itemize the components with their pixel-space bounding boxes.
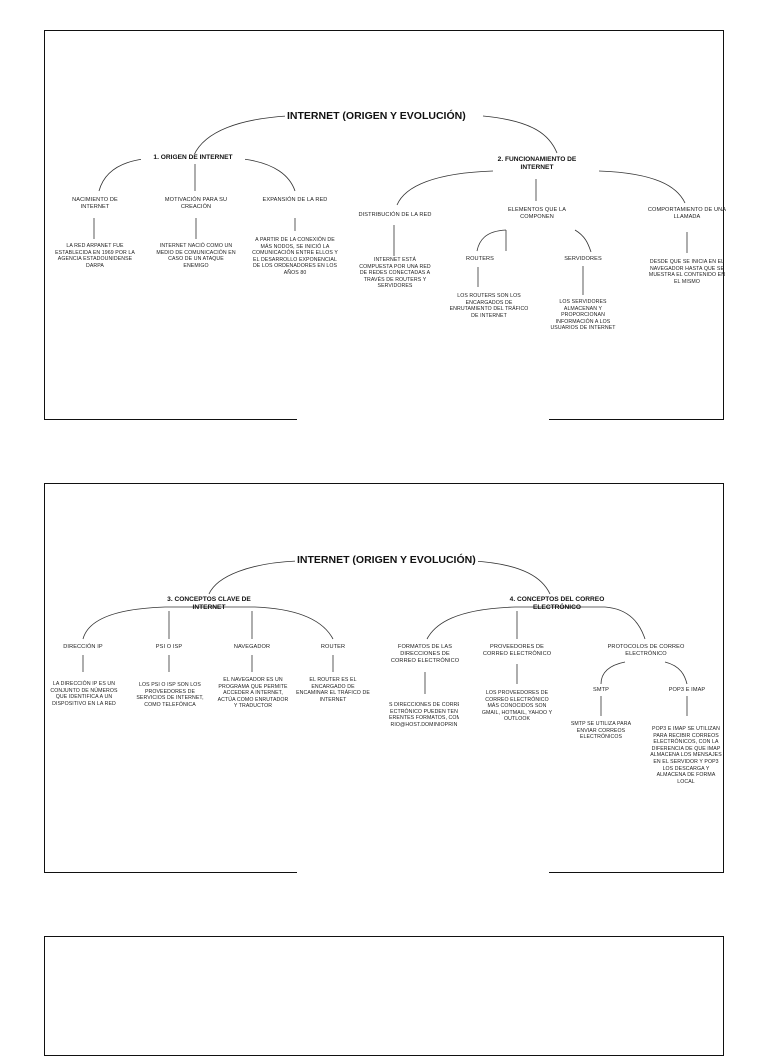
slide-2-connectors — [82, 560, 688, 716]
function-item-label: DISTRIBUCIÓN DE LA RED — [358, 212, 432, 218]
slide-1: INTERNET (ORIGEN Y EVOLUCIÓN) 1. ORIGEN … — [44, 30, 726, 421]
component-text: LOS SERVIDORES ALMACENAN Y PROPORCIONAN … — [550, 299, 616, 332]
bottom-border-gap — [297, 417, 549, 421]
slide-1-title: INTERNET (ORIGEN Y EVOLUCIÓN) — [285, 110, 468, 122]
email-item-text: S DIRECCIONES DE CORRE ECTRÓNICO PUEDEN … — [389, 702, 459, 728]
protocol-label: POP3 E IMAP — [668, 687, 706, 693]
concept-text: EL ROUTER ES EL ENCARGADO DE ENCAMINAR E… — [296, 677, 370, 703]
slide-3 — [44, 936, 724, 1056]
origin-item-label: MOTIVACIÓN PARA SU CREACIÓN — [164, 197, 228, 210]
component-text: LOS ROUTERS SON LOS ENCARGADOS DE ENRUTA… — [449, 293, 529, 319]
branch-1-heading: 1. ORIGEN DE INTERNET — [141, 154, 245, 162]
email-item-label: PROVEEDORES DE CORREO ELECTRÓNICO — [482, 644, 552, 657]
origin-item-label: EXPANSIÓN DE LA RED — [262, 197, 328, 203]
email-item-text: LOS PROVEEDORES DE CORREO ELECTRÓNICO MÁ… — [481, 690, 553, 723]
branch-3-heading: 3. CONCEPTOS CLAVE DE INTERNET — [167, 596, 251, 611]
component-label: ROUTERS — [465, 256, 495, 262]
protocol-text: POP3 E IMAP SE UTILIZAN PARA RECIBIR COR… — [650, 726, 722, 785]
email-item-label: FORMATOS DE LAS DIRECCIONES DE CORREO EL… — [390, 644, 460, 664]
origin-item-label: NACIMIENTO DE INTERNET — [72, 197, 118, 210]
concept-text: EL NAVEGADOR ES UN PROGRAMA QUE PERMITE … — [217, 677, 289, 710]
slide-2: INTERNET (ORIGEN Y EVOLUCIÓN) 3. CONCEPT… — [44, 483, 724, 874]
origin-item-text: LA RED ARPANET FUE ESTABLECIDA EN 1969 P… — [55, 243, 135, 269]
slide-2-title: INTERNET (ORIGEN Y EVOLUCIÓN) — [295, 554, 478, 566]
bottom-border-gap — [297, 870, 549, 874]
concept-label: PSI O ISP — [155, 644, 183, 650]
concept-label: DIRECCIÓN IP — [63, 644, 103, 650]
function-item-text: INTERNET ESTÁ COMPUESTA POR UNA RED DE R… — [359, 257, 431, 290]
concept-text: LA DIRECCIÓN IP ES UN CONJUNTO DE NÚMERO… — [50, 681, 118, 707]
origin-item-text: A PARTIR DE LA CONEXIÓN DE MÁS NODOS, SE… — [252, 237, 338, 276]
function-item-text: DESDE QUE SE INICIA EN EL NAVEGADOR HAST… — [648, 259, 726, 285]
branch-2-heading: 2. FUNCIONAMIENTO DE INTERNET — [497, 156, 577, 171]
concept-label: ROUTER — [320, 644, 346, 650]
email-item-label: PROTOCOLOS DE CORREO ELECTRÓNICO — [607, 644, 685, 657]
concept-text: LOS PSI O ISP SON LOS PROVEEDORES DE SER… — [136, 682, 204, 708]
branch-4-heading: 4. CONCEPTOS DEL CORREO ELECTRÓNICO — [509, 596, 605, 611]
protocol-text: SMTP SE UTILIZA PARA ENVIAR CORREOS ELEC… — [570, 721, 632, 741]
component-label: SERVIDORES — [564, 256, 602, 262]
origin-item-text: INTERNET NACIÓ COMO UN MEDIO DE COMUNICA… — [156, 243, 236, 269]
concept-label: NAVEGADOR — [233, 644, 271, 650]
function-item-label: COMPORTAMIENTO DE UNA LLAMADA — [647, 207, 727, 220]
protocol-label: SMTP — [593, 687, 609, 693]
function-item-label: ELEMENTOS QUE LA COMPONEN — [507, 207, 567, 220]
slide-1-connectors — [93, 115, 688, 295]
